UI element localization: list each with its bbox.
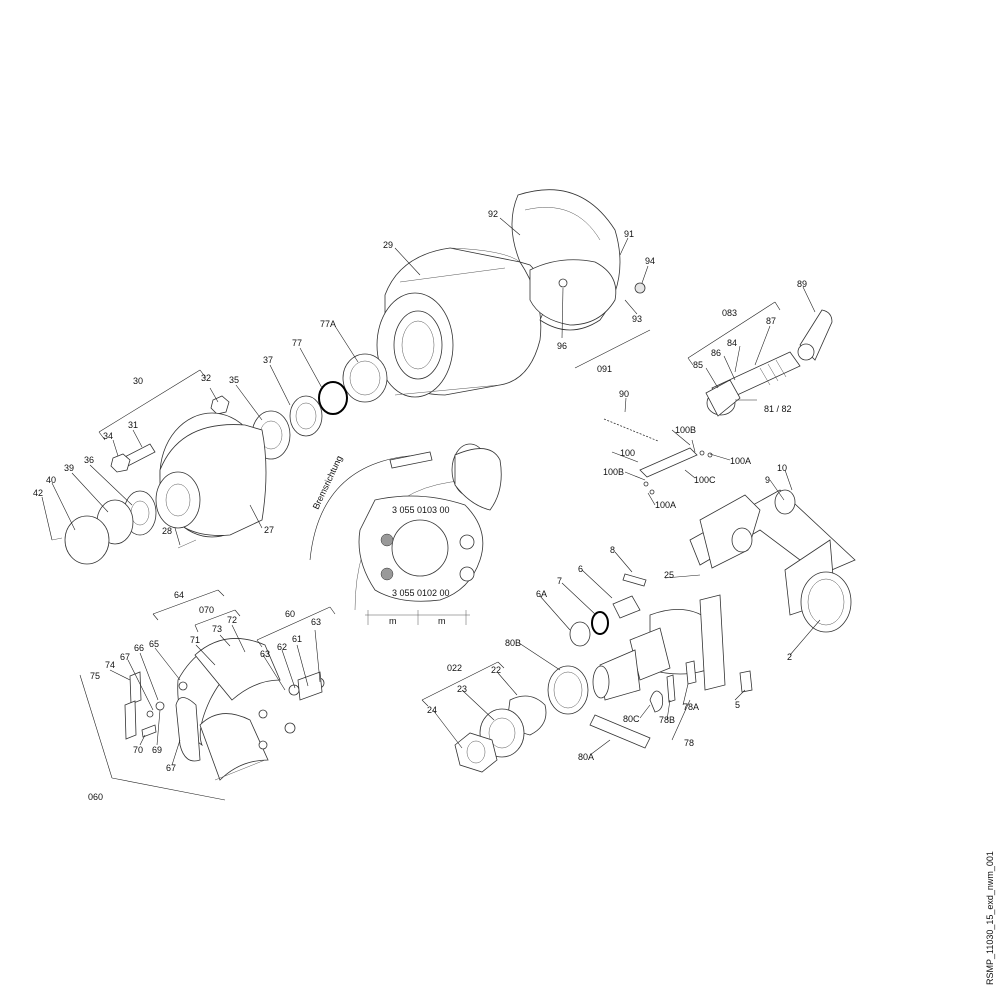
label-9: 9 — [765, 475, 770, 485]
brake-inset — [309, 443, 502, 625]
label-93: 93 — [632, 314, 642, 324]
label-100: 100 — [620, 448, 635, 458]
label-87: 87 — [766, 316, 776, 326]
label-75: 75 — [90, 671, 100, 681]
label-78A: 78A — [683, 702, 699, 712]
label-71: 71 — [190, 635, 200, 645]
label-77: 77 — [292, 338, 302, 348]
label-070: 070 — [199, 605, 214, 615]
label-27: 27 — [264, 525, 274, 535]
label-6: 6 — [578, 564, 583, 574]
label-100B: 100B — [675, 425, 696, 435]
label-28: 28 — [162, 526, 172, 536]
label-70: 70 — [133, 745, 143, 755]
spring-and-guide — [603, 418, 713, 495]
label-022: 022 — [447, 663, 462, 673]
label-39: 39 — [64, 463, 74, 473]
label-8: 8 — [610, 545, 615, 555]
label-66: 66 — [134, 643, 144, 653]
label-63: 63 — [260, 649, 270, 659]
label-74: 74 — [105, 660, 115, 670]
inset-dim-left: m — [389, 616, 397, 626]
label-6A: 6A — [536, 589, 547, 599]
label-67-b: 67 — [166, 763, 176, 773]
leader-lines — [41, 217, 821, 801]
label-94: 94 — [645, 256, 655, 266]
inset-dim-right: m — [438, 616, 446, 626]
label-60: 60 — [285, 609, 295, 619]
brake-drum — [376, 247, 542, 398]
label-25: 25 — [664, 570, 674, 580]
label-78B: 78B — [659, 715, 675, 725]
label-86: 86 — [711, 348, 721, 358]
label-64: 64 — [174, 590, 184, 600]
label-24: 24 — [427, 705, 437, 715]
label-62: 62 — [277, 642, 287, 652]
label-42: 42 — [33, 488, 43, 498]
label-100A: 100A — [730, 456, 751, 466]
camshaft-assembly — [705, 309, 833, 417]
label-40: 40 — [46, 475, 56, 485]
label-10: 10 — [777, 463, 787, 473]
label-80A: 80A — [578, 752, 594, 762]
inset-bottom-part-number: 3 055 0102 00 — [392, 588, 450, 598]
label-35: 35 — [229, 375, 239, 385]
label-31: 31 — [128, 420, 138, 430]
label-36: 36 — [84, 455, 94, 465]
label-92: 92 — [488, 209, 498, 219]
label-85: 85 — [693, 360, 703, 370]
part-labels: 29 92 91 94 93 96 091 89 083 87 84 86 85… — [33, 209, 807, 802]
label-96: 96 — [557, 341, 567, 351]
label-091: 091 — [597, 364, 612, 374]
axle-body — [592, 489, 856, 701]
label-34: 34 — [103, 431, 113, 441]
label-100B-2: 100B — [603, 467, 624, 477]
label-91: 91 — [624, 229, 634, 239]
drawing-id: RSMP_11030_15_exd_nwm_001 — [985, 851, 995, 985]
hub-nut-set — [454, 660, 753, 773]
label-89: 89 — [797, 279, 807, 289]
label-22: 22 — [491, 665, 501, 675]
bushings — [569, 573, 647, 647]
inset-top-part-number: 3 055 0103 00 — [392, 505, 450, 515]
label-65: 65 — [149, 639, 159, 649]
label-63-b: 63 — [311, 617, 321, 627]
label-61: 61 — [292, 634, 302, 644]
label-73: 73 — [212, 624, 222, 634]
label-100A-2: 100A — [655, 500, 676, 510]
label-29: 29 — [383, 240, 393, 250]
label-78: 78 — [684, 738, 694, 748]
label-69: 69 — [152, 745, 162, 755]
label-23: 23 — [457, 684, 467, 694]
label-67: 67 — [120, 652, 130, 662]
label-84: 84 — [727, 338, 737, 348]
label-80B: 80B — [505, 638, 521, 648]
label-30: 30 — [133, 376, 143, 386]
label-083: 083 — [722, 308, 737, 318]
label-7: 7 — [557, 576, 562, 586]
label-80C: 80C — [623, 714, 640, 724]
label-5: 5 — [735, 700, 740, 710]
label-100C: 100C — [694, 475, 716, 485]
label-90: 90 — [619, 389, 629, 399]
wheel-hub — [51, 412, 267, 565]
label-37: 37 — [263, 355, 273, 365]
label-77A: 77A — [320, 319, 336, 329]
backing-plate — [511, 189, 646, 331]
brake-shoes — [124, 638, 325, 781]
label-72: 72 — [227, 615, 237, 625]
label-81-82: 81 / 82 — [764, 404, 792, 414]
label-32: 32 — [201, 373, 211, 383]
label-2: 2 — [787, 652, 792, 662]
label-060: 060 — [88, 792, 103, 802]
